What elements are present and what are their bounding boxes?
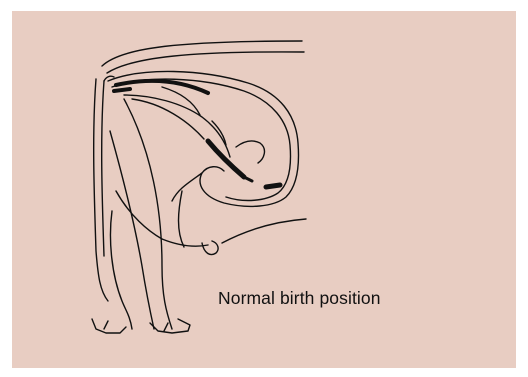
diagram-caption: Normal birth position — [218, 288, 381, 309]
hoof-left-claw — [104, 321, 108, 329]
cow-back-line-inner — [107, 52, 304, 73]
cow-thigh — [116, 191, 162, 239]
cow-teat — [202, 241, 218, 255]
cow-birth-illustration — [12, 11, 516, 368]
uterus-inner — [112, 79, 291, 200]
calf-hoof-dark — [266, 185, 280, 187]
hoof-right-claw — [164, 323, 168, 331]
cow-tail — [94, 79, 108, 301]
cow-belly-line — [222, 219, 306, 243]
calf-muzzle — [244, 177, 252, 181]
calf-leg-2 — [236, 141, 264, 163]
cow-hind-leg-front — [110, 131, 154, 329]
cow-belly — [162, 239, 208, 246]
hoof-left — [92, 319, 126, 333]
cow-udder — [179, 191, 185, 247]
calf-hoof-dark-2 — [114, 89, 130, 91]
diagram-panel: Normal birth position — [12, 11, 516, 368]
birth-canal-line — [172, 173, 202, 201]
cow-hind-leg-inner — [110, 211, 132, 329]
cow-tail-inner — [102, 81, 104, 256]
